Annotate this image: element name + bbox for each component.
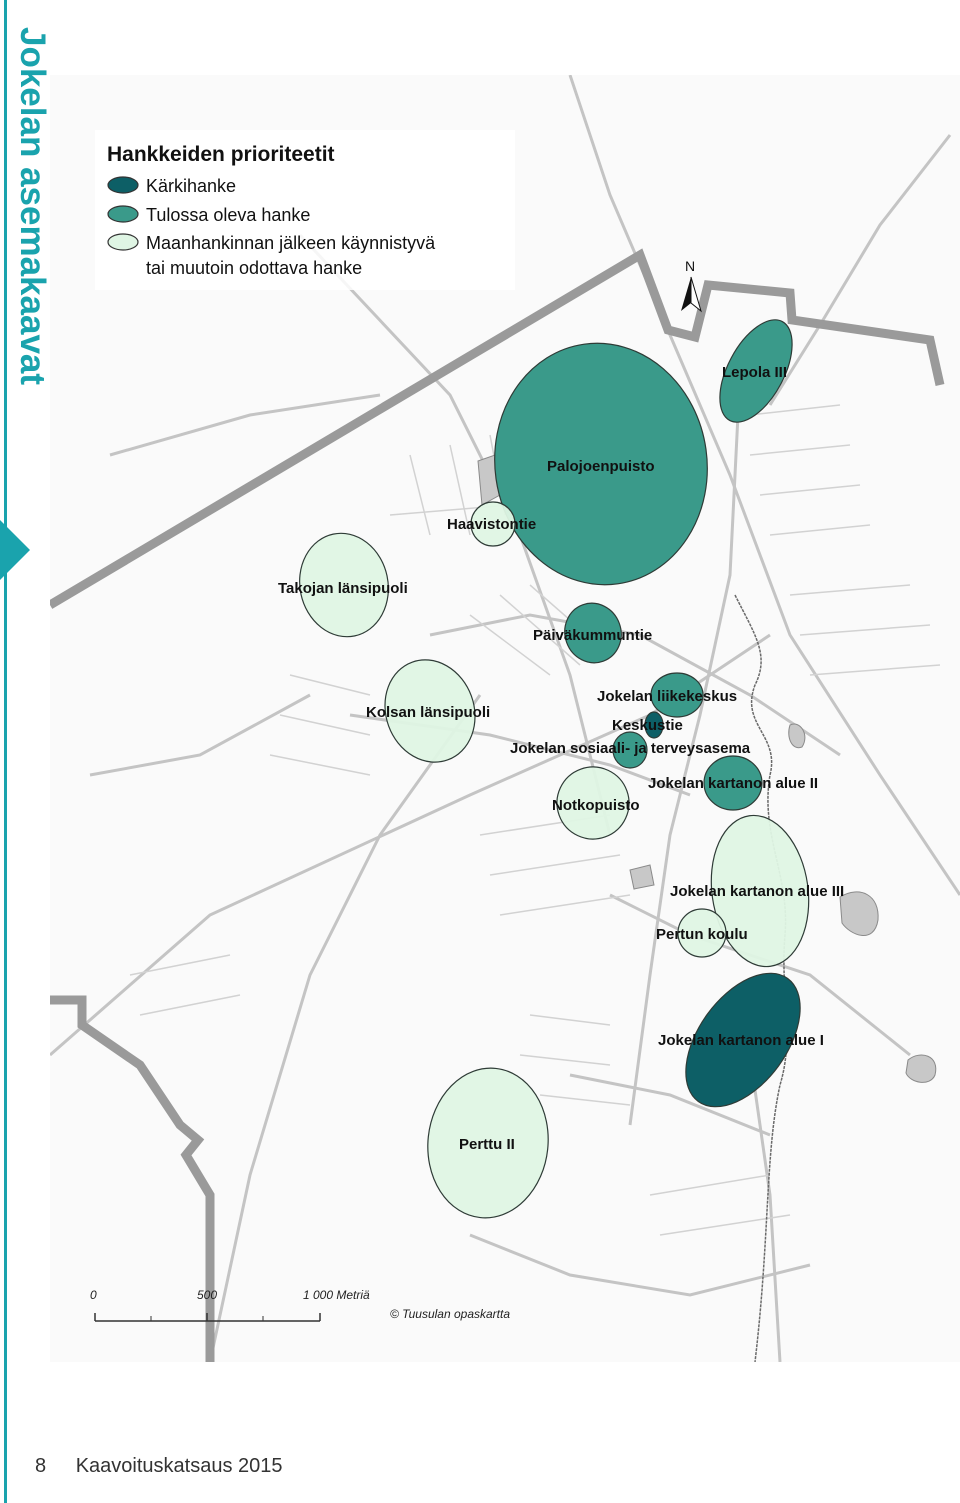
area-palojoenpuisto <box>494 342 708 586</box>
area-lepola-iii <box>719 319 793 423</box>
legend-background <box>95 130 515 290</box>
legend-swatch-odottava <box>107 233 139 251</box>
priority-areas <box>299 319 810 1219</box>
area-sosiaali-terveysasema <box>612 731 648 769</box>
label-lepola-iii: Lepola III <box>722 364 787 381</box>
label-kartanon-alue-i: Jokelan kartanon alue I <box>658 1032 824 1049</box>
area-pertun-koulu <box>677 908 727 958</box>
label-kolsan-lansipuoli: Kolsan länsipuoli <box>366 704 490 721</box>
label-paivakummuntie: Päiväkummuntie <box>533 627 652 644</box>
label-pertun-koulu: Pertun koulu <box>656 926 748 943</box>
north-arrow-left-half <box>681 277 691 311</box>
map-canvas: Lepola III Palojoenpuisto Haavistontie T… <box>50 75 960 1362</box>
legend-label-tulossa: Tulossa oleva hanke <box>146 205 310 225</box>
area-kartanon-alue-iii <box>710 814 810 968</box>
label-perttu-ii: Perttu II <box>459 1136 515 1153</box>
page-footer: 8 Kaavoituskatsaus 2015 <box>35 1455 283 1478</box>
municipal-boundary <box>50 248 945 1362</box>
map-copyright: © Tuusulan opaskartta <box>390 1307 510 1321</box>
area-perttu-ii <box>427 1067 549 1219</box>
area-takojan-lansipuoli <box>299 532 389 638</box>
page-edge-rule <box>4 0 7 1503</box>
legend: Hankkeiden prioriteetit Kärkihanke Tulos… <box>95 130 515 290</box>
north-arrow: N <box>681 258 702 313</box>
label-keskustie: Keskustie <box>612 717 683 734</box>
map: Lepola III Palojoenpuisto Haavistontie T… <box>50 75 960 1362</box>
label-kartanon-alue-iii: Jokelan kartanon alue III <box>670 883 844 900</box>
side-marker-triangle <box>0 520 30 580</box>
label-haavistontie: Haavistontie <box>447 516 536 533</box>
area-kartanon-alue-ii <box>703 755 763 811</box>
scale-bar: 0 500 1 000 Metriä © Tuusulan opaskartta <box>90 1288 510 1322</box>
minor-streets <box>129 404 941 1236</box>
area-haavistontie <box>470 501 516 547</box>
scale-label-0: 0 <box>90 1288 97 1302</box>
label-palojoenpuisto: Palojoenpuisto <box>547 458 655 475</box>
label-kartanon-alue-ii: Jokelan kartanon alue II <box>648 775 818 792</box>
legend-label-odottava-line2: tai muutoin odottava hanke <box>146 258 362 278</box>
area-labels: Lepola III Palojoenpuisto Haavistontie T… <box>278 364 844 1153</box>
scale-label-500: 500 <box>197 1288 217 1302</box>
page-number: 8 <box>35 1455 47 1477</box>
label-jokelan-liikekeskus: Jokelan liikekeskus <box>597 688 737 705</box>
north-arrow-letter: N <box>685 258 695 274</box>
side-title: Jokelan asemakaavat <box>13 27 52 386</box>
area-notkopuisto <box>556 766 630 840</box>
legend-label-karkihanke: Kärkihanke <box>146 176 236 196</box>
area-keskustie <box>644 711 664 739</box>
publication-title: Kaavoituskatsaus 2015 <box>75 1455 283 1477</box>
legend-label-odottava: Maanhankinnan jälkeen käynnistyvä <box>146 233 436 253</box>
label-takojan-lansipuoli: Takojan länsipuoli <box>278 580 408 597</box>
area-kartanon-alue-i <box>685 972 801 1108</box>
area-jokelan-liikekeskus <box>650 672 704 718</box>
area-paivakummuntie <box>564 602 622 664</box>
water-bodies <box>477 454 937 1083</box>
label-notkopuisto: Notkopuisto <box>552 797 640 814</box>
label-sosiaali-terveysasema: Jokelan sosiaali- ja terveysasema <box>510 740 751 757</box>
legend-title: Hankkeiden prioriteetit <box>107 143 335 166</box>
area-kolsan-lansipuoli <box>384 659 476 763</box>
scale-label-1000: 1 000 Metriä <box>303 1288 370 1302</box>
north-arrow-right-half <box>690 276 702 313</box>
legend-swatch-karkihanke <box>107 176 139 194</box>
legend-swatch-tulossa <box>107 205 139 223</box>
